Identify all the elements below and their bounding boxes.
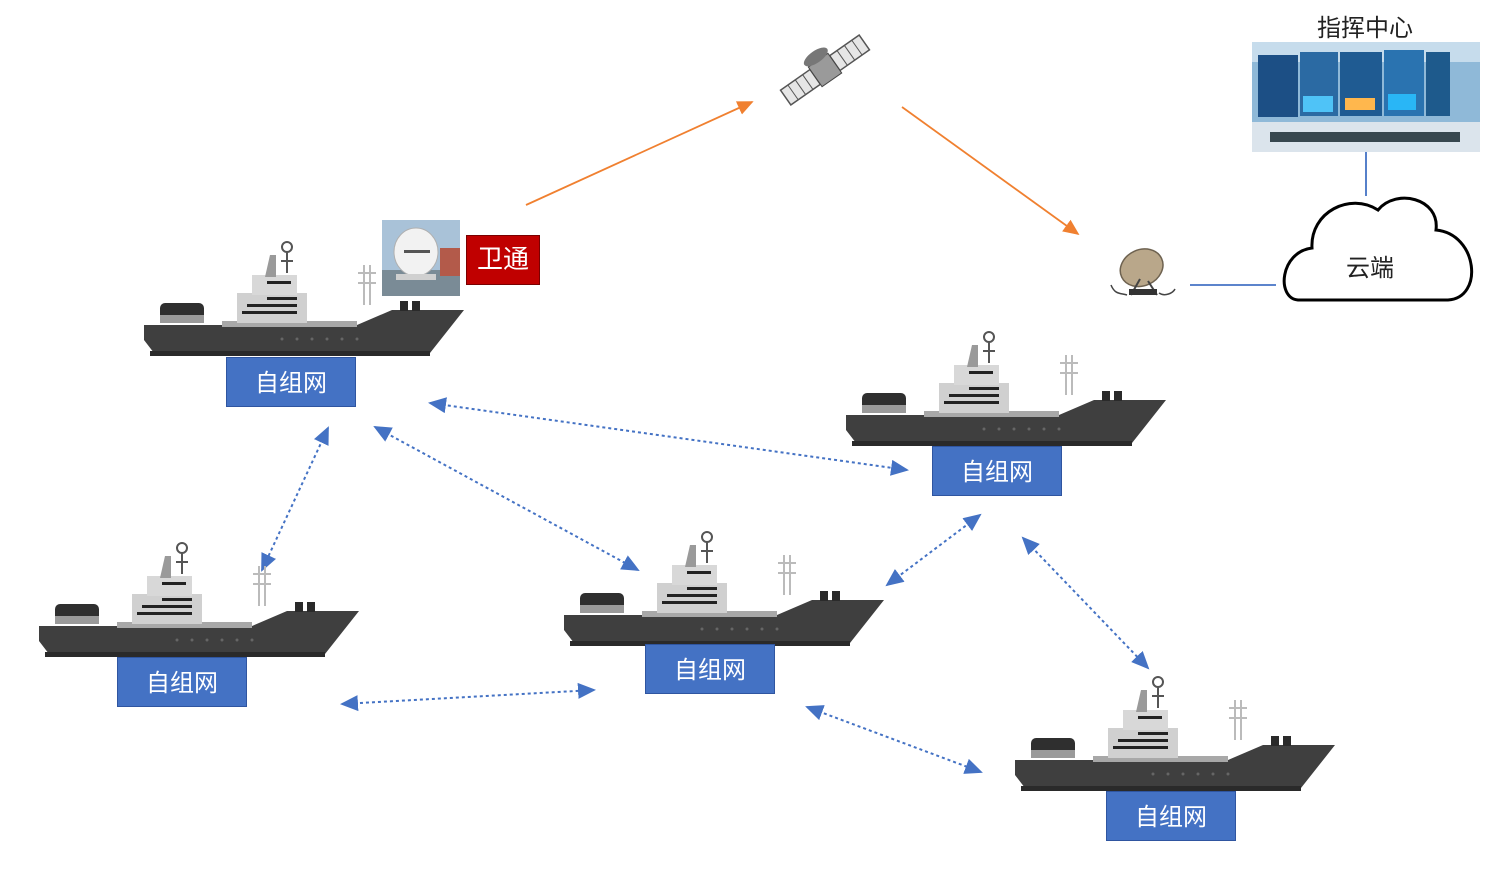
ship-1-label: 自组网	[226, 357, 356, 407]
ship-icon	[845, 331, 1167, 447]
ship-3-label: 自组网	[932, 446, 1062, 496]
command-center-screen-icon	[1252, 42, 1480, 152]
satcom-tag: 卫通	[466, 235, 540, 285]
ship-icon	[38, 542, 360, 658]
mesh-link-3-5	[1021, 536, 1150, 670]
ship-icon	[563, 531, 885, 647]
mesh-link-1-2	[261, 426, 329, 572]
mesh-link-1-4	[373, 426, 640, 571]
cloud-label: 云端	[1346, 254, 1394, 282]
satellite-icon	[779, 34, 871, 106]
cloud-icon	[1282, 196, 1474, 302]
mesh-link-1-3	[428, 397, 909, 476]
downlink-arrow	[901, 106, 1080, 236]
ship-icon	[1014, 676, 1336, 792]
ground-station-dish-icon	[1110, 248, 1176, 296]
mesh-link-2-4	[340, 682, 596, 712]
ship-4-label: 自组网	[645, 644, 775, 694]
mesh-link-3-4	[885, 513, 982, 587]
satellite-dome-antenna-icon	[382, 220, 460, 296]
command-center-title: 指挥中心	[1317, 14, 1413, 42]
ship-2-label: 自组网	[117, 657, 247, 707]
uplink-arrow	[525, 101, 754, 206]
ship-5-label: 自组网	[1106, 791, 1236, 841]
mesh-link-4-5	[805, 705, 983, 774]
